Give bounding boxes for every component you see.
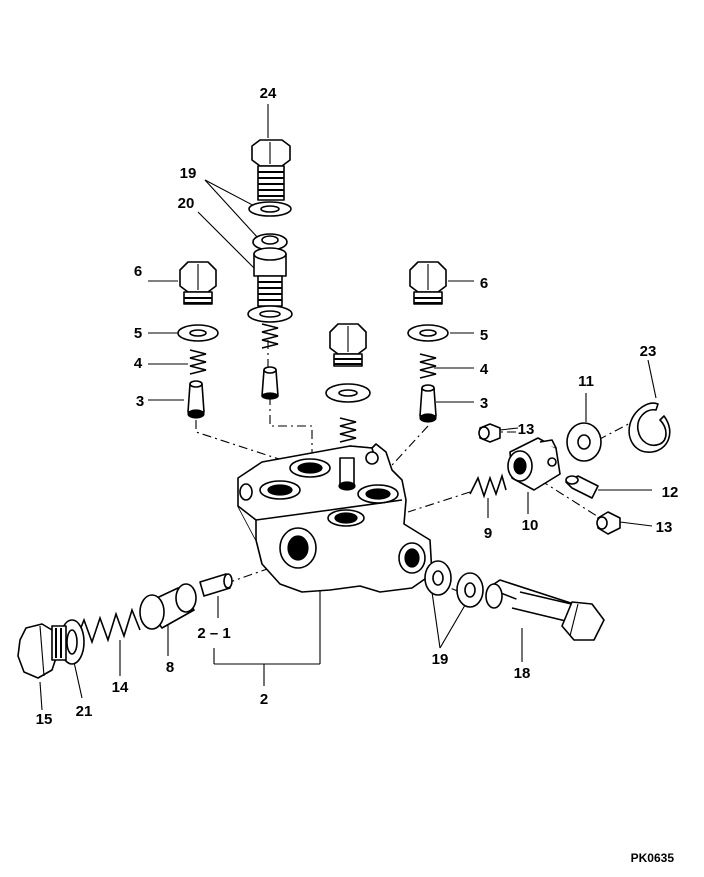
part-11-ring <box>566 422 602 462</box>
callout-6-left: 6 <box>134 263 142 280</box>
washer-center <box>325 383 371 403</box>
part-13-pin-bottom <box>596 511 621 535</box>
part-13-pin-top <box>478 423 501 443</box>
callout-3-left: 3 <box>136 393 144 410</box>
part-18-plug <box>485 579 605 641</box>
part-12-pin <box>565 475 599 499</box>
callout-3-right: 3 <box>480 395 488 412</box>
callout-12: 12 <box>662 484 679 501</box>
callout-20: 20 <box>178 195 195 212</box>
callout-21: 21 <box>76 703 93 720</box>
part-3-poppet-right <box>419 384 437 423</box>
part-19-washer-top <box>248 201 292 217</box>
part-15-plug <box>17 623 67 679</box>
part-20-relief-assembly <box>247 233 293 349</box>
part-2-1-pin <box>199 573 233 597</box>
part-2-valve-body <box>237 443 433 593</box>
part-6-plug-right <box>409 261 447 305</box>
part-5-washer-right <box>407 324 449 342</box>
part-6-plug-left <box>179 261 217 305</box>
callout-8: 8 <box>166 659 174 676</box>
callout-19-bottom: 19 <box>432 651 449 668</box>
drawing-code: PK0635 <box>631 851 675 865</box>
part-14-spring <box>75 607 141 645</box>
callout-4-left: 4 <box>134 355 143 372</box>
part-24-plug <box>251 139 291 201</box>
callout-15: 15 <box>36 711 53 728</box>
callout-labels: 24 19 20 6 6 5 5 4 4 3 3 23 11 13 12 13 … <box>36 85 679 728</box>
callout-13-top: 13 <box>518 421 535 438</box>
spring-center <box>339 417 357 443</box>
part-23-snap-ring <box>628 402 671 453</box>
part-3-poppet-left <box>187 380 205 419</box>
part-4-spring-right <box>419 353 437 379</box>
part-4-spring-left <box>189 349 207 375</box>
callout-6-right: 6 <box>480 275 488 292</box>
part-19-washers-bottom <box>424 560 484 608</box>
part-10-sleeve <box>507 437 561 491</box>
callout-2-1: 2 – 1 <box>197 625 230 642</box>
callout-19-top: 19 <box>180 165 197 182</box>
part-5-washer-left <box>177 324 219 342</box>
callout-14: 14 <box>112 679 129 696</box>
callout-11: 11 <box>578 373 594 390</box>
callout-24: 24 <box>260 85 277 102</box>
callout-10: 10 <box>522 517 539 534</box>
callout-23: 23 <box>640 343 657 360</box>
poppet-center-left <box>261 366 279 400</box>
callout-5-left: 5 <box>134 325 142 342</box>
callout-9: 9 <box>484 525 492 542</box>
callout-4-right: 4 <box>480 361 489 378</box>
leader-lines <box>39 104 657 711</box>
part-9-spring <box>469 473 507 499</box>
part-8-piston <box>139 583 197 630</box>
callout-2: 2 <box>260 691 268 708</box>
callout-13-bottom: 13 <box>656 519 673 536</box>
callout-5-right: 5 <box>480 327 488 344</box>
callout-18: 18 <box>514 665 531 682</box>
plug-center <box>329 323 367 367</box>
